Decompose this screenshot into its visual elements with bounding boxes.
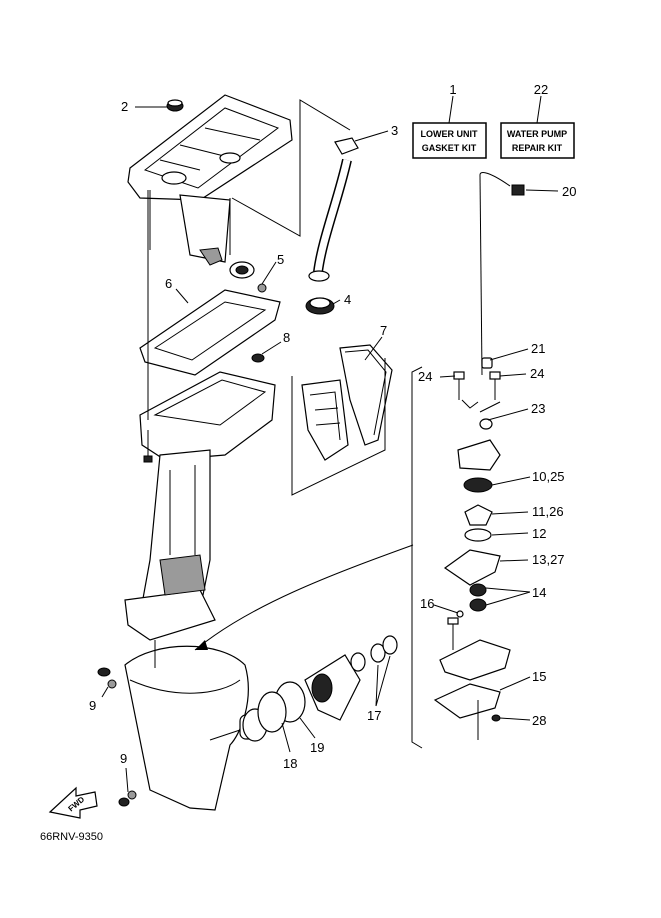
callout-24-left: 24 xyxy=(418,369,432,384)
callout-9-upper: 9 xyxy=(89,698,96,713)
callout-18: 18 xyxy=(283,756,297,771)
screw-part-9-upper xyxy=(97,667,117,689)
upper-casing-top xyxy=(127,94,293,266)
callout-3: 3 xyxy=(391,123,398,138)
lower-casing xyxy=(124,371,276,641)
callout-23: 23 xyxy=(531,401,545,416)
water-tube-part-20 xyxy=(479,172,525,376)
callout-7: 7 xyxy=(380,323,387,338)
grommet-part-5 xyxy=(229,261,267,293)
callout-2: 2 xyxy=(121,99,128,114)
pump-base-part-15 xyxy=(433,617,511,740)
callout-15: 15 xyxy=(532,669,546,684)
screw-part-9-lower xyxy=(118,790,137,807)
callout-6: 6 xyxy=(165,276,172,291)
callout-13-27: 13,27 xyxy=(532,552,565,567)
bearing-housing-group xyxy=(242,635,398,742)
pump-fasteners xyxy=(453,357,501,430)
pump-group-bracket xyxy=(411,366,423,749)
callout-16: 16 xyxy=(420,596,434,611)
guide-line-tube xyxy=(231,99,351,237)
assembly-arrow xyxy=(194,544,414,651)
kit-box-lower-unit: LOWER UNIT GASKET KIT xyxy=(412,122,487,159)
callout-12: 12 xyxy=(532,526,546,541)
bolt-lower-casing xyxy=(143,430,153,463)
bracket-part-7 xyxy=(291,358,386,496)
callout-20: 20 xyxy=(562,184,576,199)
cap-part-2 xyxy=(166,99,184,112)
callout-10-25: 10,25 xyxy=(532,469,565,484)
kit-1-line2: GASKET KIT xyxy=(422,143,477,153)
callout-24-right: 24 xyxy=(530,366,544,381)
kit-1-line1: LOWER UNIT xyxy=(421,129,478,139)
kit-22-line1: WATER PUMP xyxy=(507,129,567,139)
gasket-part-6 xyxy=(139,289,281,376)
gasket-plate-part-13 xyxy=(443,549,501,586)
leader-lines xyxy=(101,95,559,793)
o-ring-part-12 xyxy=(464,528,492,542)
seals-part-14 xyxy=(469,583,487,612)
water-tube-part-3 xyxy=(308,137,359,282)
drawing-code: 66RNV-9350 xyxy=(40,831,103,843)
callout-11-26: 11,26 xyxy=(532,504,564,519)
seal-part-4 xyxy=(305,297,335,315)
plate-part-7 xyxy=(301,344,393,461)
fwd-arrow xyxy=(48,786,98,819)
callout-8: 8 xyxy=(283,330,290,345)
callout-14: 14 xyxy=(532,585,546,600)
kit-box-water-pump: WATER PUMP REPAIR KIT xyxy=(500,122,575,159)
callout-5: 5 xyxy=(277,252,284,267)
callout-22: 22 xyxy=(534,82,548,97)
pump-housing xyxy=(457,439,501,493)
kit-22-line2: REPAIR KIT xyxy=(512,143,563,153)
callout-4: 4 xyxy=(344,292,351,307)
callout-9-lower: 9 xyxy=(120,751,127,766)
callout-17: 17 xyxy=(367,708,381,723)
callout-19: 19 xyxy=(310,740,324,755)
ring-part-16 xyxy=(456,610,464,618)
callout-1: 1 xyxy=(449,82,456,97)
callout-28: 28 xyxy=(532,713,546,728)
dowel-part-8 xyxy=(251,353,265,363)
impeller xyxy=(464,504,493,526)
callout-21: 21 xyxy=(531,341,545,356)
